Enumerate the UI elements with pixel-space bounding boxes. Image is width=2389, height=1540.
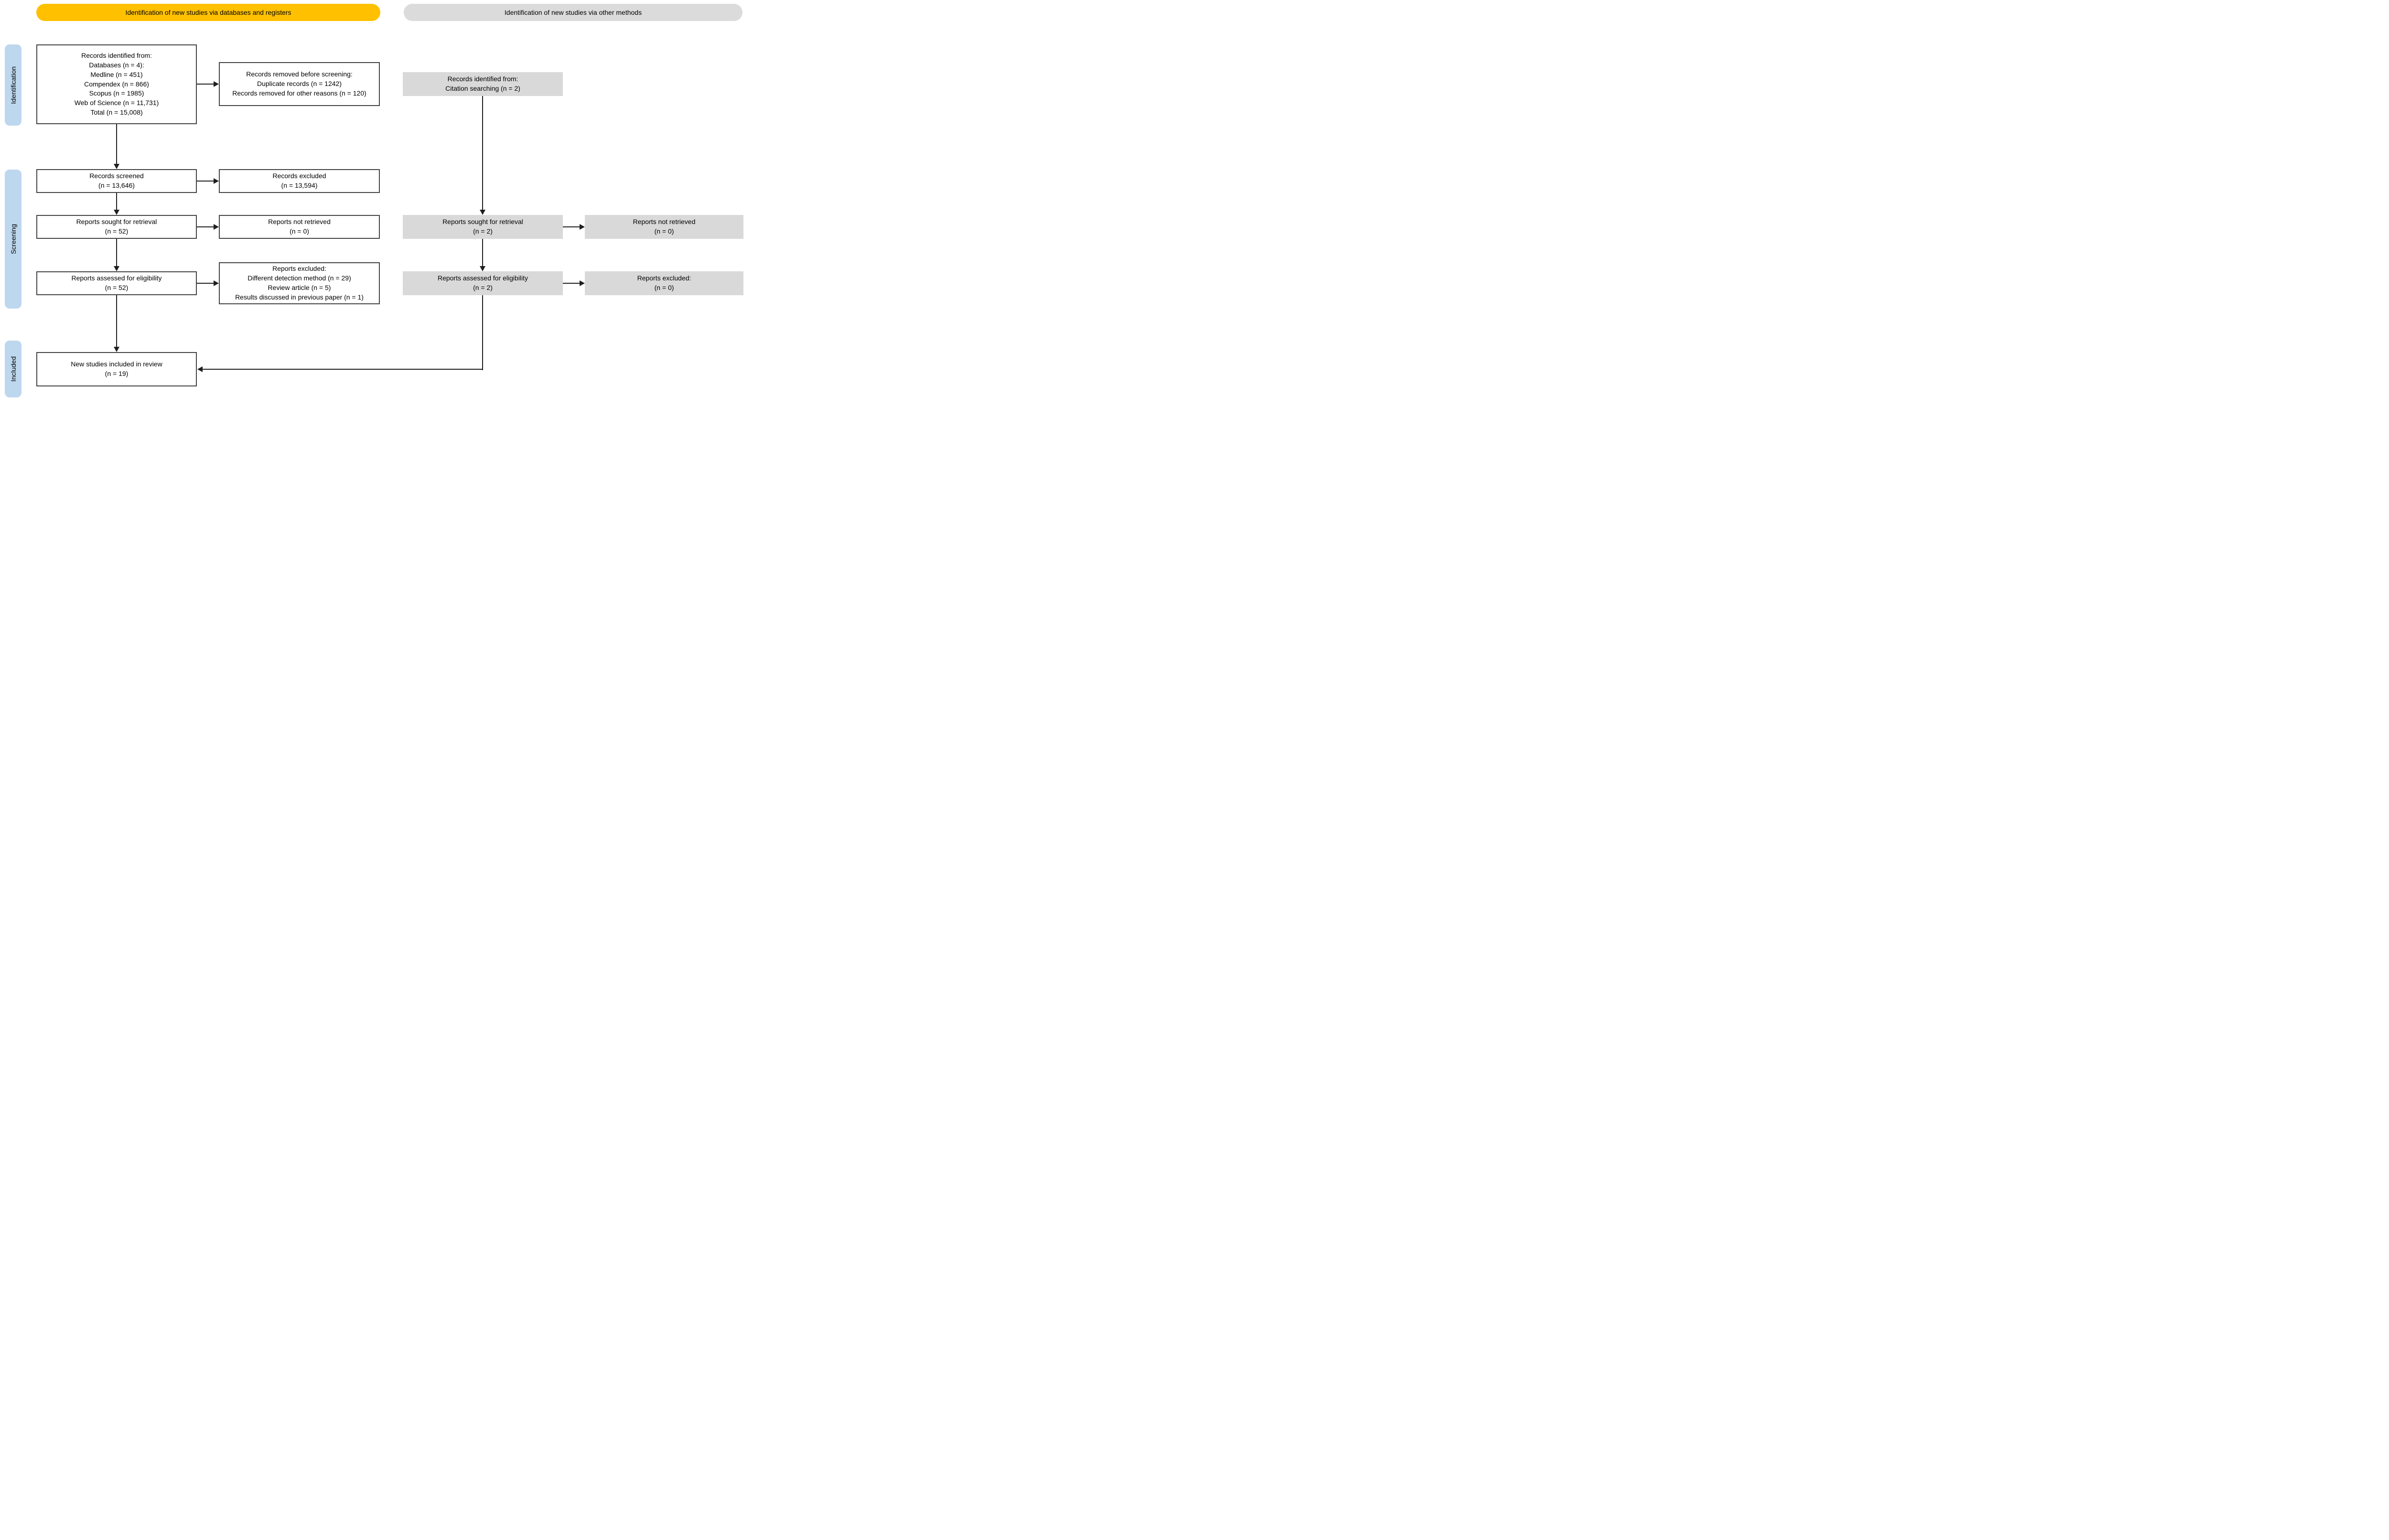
text-line: Review article (n = 5): [268, 284, 331, 291]
text-line: Medline (n = 451): [90, 70, 143, 78]
arrow-assessed-to-excluded-head: [214, 280, 219, 286]
stage-label-identification: Identification: [5, 44, 22, 126]
text-line: (n = 13,646): [98, 182, 135, 189]
arrow-identified-to-removed-head: [214, 81, 219, 87]
box-records-screened: Records screened (n = 13,646): [36, 169, 197, 193]
stage-label-included: Included: [5, 341, 22, 397]
text-line: (n = 52): [105, 284, 129, 291]
arrow-sought-to-assessed-head: [114, 266, 119, 271]
arrow-identified-to-screened-line: [116, 124, 117, 164]
text-line: Results discussed in previous paper (n =…: [235, 293, 364, 301]
arrow-identified-to-screened-head: [114, 164, 119, 169]
text-line: Citation searching (n = 2): [445, 85, 520, 92]
text-line: Reports excluded:: [637, 274, 691, 282]
arrow-sought-to-notretrieved-line: [197, 226, 214, 227]
text-line: Scopus (n = 1985): [89, 89, 144, 97]
box-records-identified: Records identified from: Databases (n = …: [36, 44, 197, 124]
arrow-screened-to-sought-line: [116, 193, 117, 210]
arrow-sought-to-assessed-line: [116, 239, 117, 267]
box-reports-sought: Reports sought for retrieval (n = 52): [36, 215, 197, 239]
arrow-citation-identified-to-sought-head: [480, 210, 485, 215]
text-line: (n = 2): [473, 227, 493, 235]
arrow-screened-to-sought-head: [114, 210, 119, 215]
text-line: Records identified from:: [81, 51, 152, 59]
banner-other-methods: Identification of new studies via other …: [404, 4, 743, 21]
text-line: Duplicate records (n = 1242): [257, 80, 342, 88]
text-line: Records removed for other reasons (n = 1…: [232, 89, 366, 97]
arrow-identified-to-removed-line: [197, 84, 214, 85]
text-line: Records removed before screening:: [246, 70, 353, 78]
prisma-flow-diagram: Identification of new studies via databa…: [0, 0, 749, 402]
box-reports-excluded-reasons: Reports excluded: Different detection me…: [219, 262, 380, 304]
stage-label-text: Included: [9, 356, 17, 382]
text-line: Records screened: [89, 172, 144, 180]
text-line: (n = 0): [654, 284, 674, 291]
text-line: Records excluded: [272, 172, 326, 180]
arrow-citation-to-included-head: [197, 366, 203, 372]
text-line: Reports not retrieved: [633, 218, 696, 226]
text-line: Reports sought for retrieval: [442, 218, 523, 226]
arrow-citation-sought-to-assessed-head: [480, 266, 485, 271]
arrow-citation-sought-to-notretrieved-line: [563, 226, 580, 227]
arrow-citation-to-included-horizontal: [203, 369, 483, 370]
text-line: Reports assessed for eligibility: [437, 274, 528, 282]
text-line: (n = 19): [105, 370, 129, 377]
text-line: Reports not retrieved: [268, 218, 331, 226]
arrow-citation-assessed-to-excluded-head: [580, 280, 585, 286]
text-line: Reports assessed for eligibility: [71, 274, 162, 282]
box-included-studies: New studies included in review (n = 19): [36, 352, 197, 386]
text-line: Different detection method (n = 29): [248, 274, 351, 282]
arrow-assessed-to-included-line: [116, 295, 117, 347]
arrow-citation-sought-to-assessed-line: [482, 239, 483, 267]
text-line: (n = 2): [473, 284, 493, 291]
text-line: Databases (n = 4):: [89, 61, 144, 69]
box-records-excluded: Records excluded (n = 13,594): [219, 169, 380, 193]
arrow-citation-sought-to-notretrieved-head: [580, 224, 585, 230]
arrow-citation-to-included-vertical: [482, 295, 483, 370]
text-line: Records identified from:: [447, 75, 518, 83]
text-line: Total (n = 15,008): [90, 108, 143, 117]
arrow-citation-assessed-to-excluded-line: [563, 283, 580, 284]
text-line: Reports excluded:: [272, 265, 326, 273]
arrow-sought-to-notretrieved-head: [214, 224, 219, 230]
box-citation-assessed: Reports assessed for eligibility (n = 2): [403, 271, 563, 295]
banner-databases-registers: Identification of new studies via databa…: [36, 4, 380, 21]
box-records-removed: Records removed before screening: Duplic…: [219, 62, 380, 106]
text-line: Reports sought for retrieval: [76, 218, 157, 226]
text-line: (n = 13,594): [281, 182, 318, 189]
text-line: Web of Science (n = 11,731): [74, 99, 159, 107]
arrow-screened-to-excluded-line: [197, 181, 214, 182]
text-line: (n = 52): [105, 227, 129, 235]
box-citation-excluded: Reports excluded: (n = 0): [585, 271, 743, 295]
arrow-assessed-to-excluded-line: [197, 283, 214, 284]
text-line: (n = 0): [654, 227, 674, 235]
text-line: New studies included in review: [71, 360, 162, 368]
box-citation-not-retrieved: Reports not retrieved (n = 0): [585, 215, 743, 239]
box-reports-assessed: Reports assessed for eligibility (n = 52…: [36, 271, 197, 295]
arrow-citation-identified-to-sought-line: [482, 96, 483, 210]
box-citation-sought: Reports sought for retrieval (n = 2): [403, 215, 563, 239]
box-reports-not-retrieved: Reports not retrieved (n = 0): [219, 215, 380, 239]
arrow-assessed-to-included-head: [114, 347, 119, 352]
stage-label-screening: Screening: [5, 170, 22, 309]
stage-label-text: Screening: [9, 224, 17, 255]
box-citation-identified: Records identified from: Citation search…: [403, 72, 563, 96]
text-line: Compendex (n = 866): [84, 80, 149, 88]
text-line: (n = 0): [290, 227, 309, 235]
stage-label-text: Identification: [9, 66, 17, 104]
arrow-screened-to-excluded-head: [214, 178, 219, 184]
